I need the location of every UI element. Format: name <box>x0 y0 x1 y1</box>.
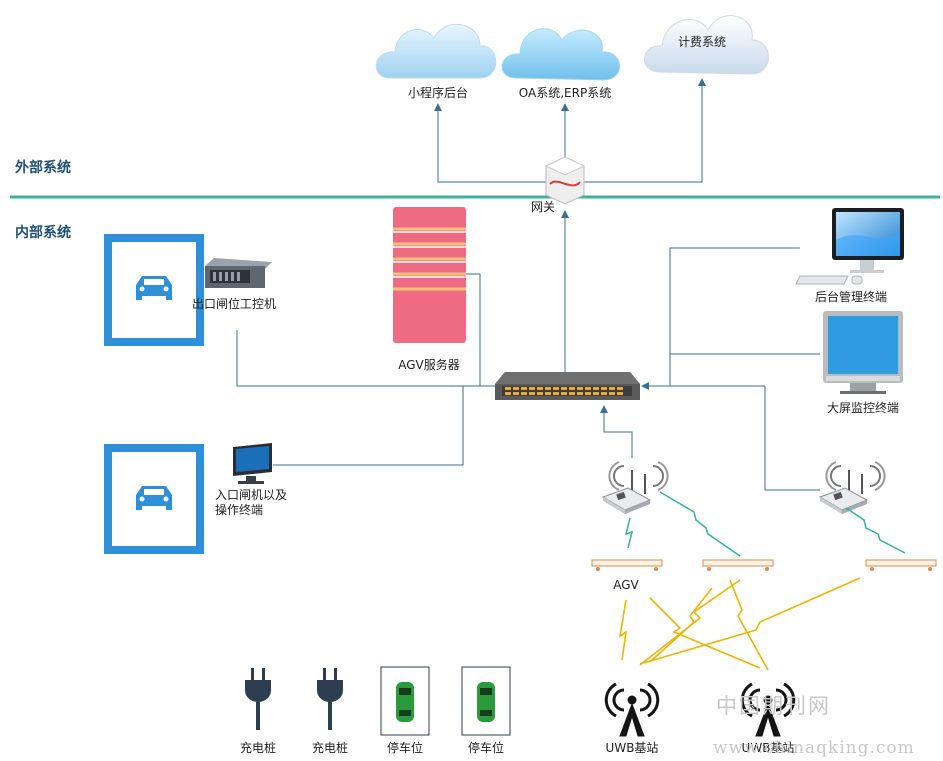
entry-terminal-label: 入口闸机以及 操作终端 <box>215 488 288 517</box>
agv-server-icon <box>393 207 466 343</box>
uwb-station-label: UWB基站 <box>741 741 795 755</box>
uwb-links <box>618 577 861 671</box>
car-top-icon <box>380 666 430 736</box>
external-systems-label: 外部系统 <box>15 160 71 176</box>
admin-terminal-label: 后台管理终端 <box>814 290 888 304</box>
internal-systems-label: 内部系统 <box>15 225 71 241</box>
car-top-icon <box>461 666 511 736</box>
plug-icon <box>245 668 271 730</box>
watermark-url: www.chinaqking.com <box>713 738 915 758</box>
agv-vehicle-icon <box>591 559 663 571</box>
admin-desktop-icon <box>795 208 904 285</box>
plug-icon <box>317 668 343 730</box>
cloud-label-billing: 计费系统 <box>677 35 727 49</box>
agv-vehicle-icon <box>865 559 937 571</box>
car-icon <box>136 486 172 510</box>
network-switch-icon <box>495 372 640 400</box>
parking-space-label: 停车位 <box>386 741 424 755</box>
car-icon <box>136 276 172 300</box>
big-screen-monitor-icon <box>823 311 903 394</box>
uwb-tower-icon <box>740 682 796 737</box>
charging-pile-label: 充电桩 <box>311 741 349 755</box>
wifi-router-icon <box>818 461 886 514</box>
gateway-icon <box>544 156 586 205</box>
watermark-text: 中国期刊网 <box>716 694 831 718</box>
entry-terminal-icon <box>233 443 272 484</box>
uwb-station-label: UWB基站 <box>605 741 659 755</box>
cloud-label-mini-program: 小程序后台 <box>407 86 469 100</box>
gateway-label: 网关 <box>530 200 556 214</box>
internal-links <box>236 247 820 491</box>
cloud-mini-program <box>375 23 497 79</box>
agv-vehicle-icon <box>702 559 774 571</box>
agv-server-label: AGV服务器 <box>398 358 460 372</box>
charging-pile-label: 充电桩 <box>239 741 277 755</box>
uwb-tower-icon <box>604 682 660 737</box>
cloud-label-oa-erp: OA系统,ERP系统 <box>518 86 612 100</box>
exit-ipc-label: 出口闸位工控机 <box>192 297 277 311</box>
big-screen-label: 大屏监控终端 <box>826 401 900 415</box>
parking-space-label: 停车位 <box>467 741 505 755</box>
agv-label: AGV <box>613 578 639 592</box>
wifi-links <box>624 491 906 557</box>
industrial-pc-icon <box>205 258 272 288</box>
external-links <box>434 78 706 183</box>
wifi-router-icon <box>601 461 669 514</box>
cloud-billing <box>644 15 769 75</box>
cloud-oa-erp <box>501 28 620 81</box>
